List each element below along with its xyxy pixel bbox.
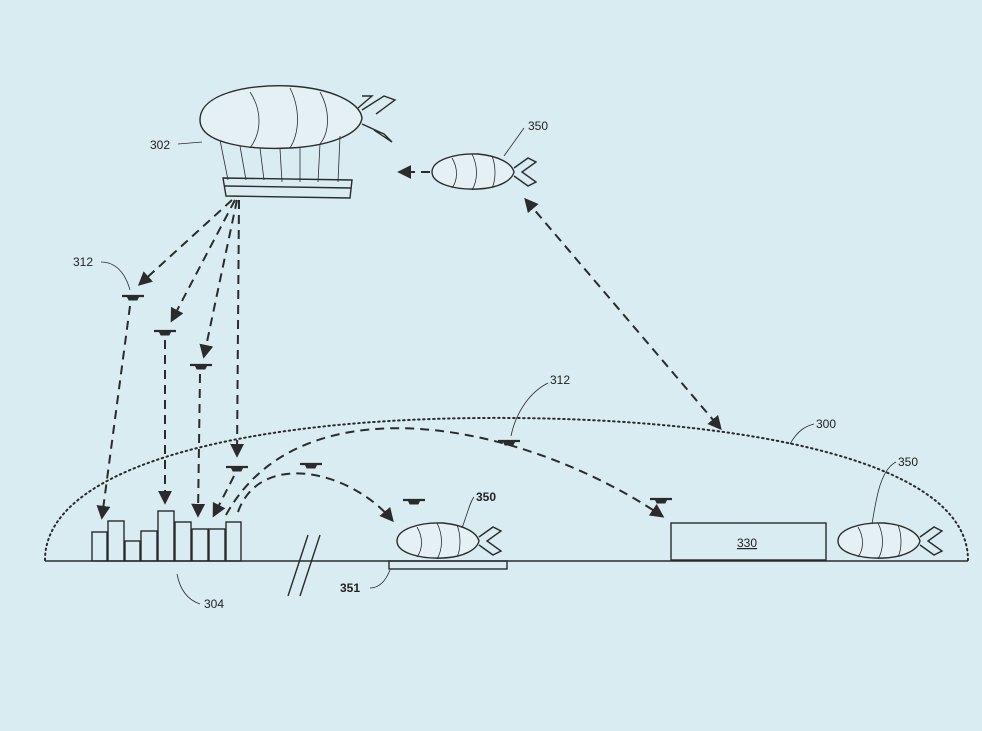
uav-icon xyxy=(224,465,250,473)
uav-icon xyxy=(120,294,146,302)
drop-arrow-1 xyxy=(137,199,233,286)
main-airship-leader xyxy=(177,141,203,145)
descent-arrow-4 xyxy=(212,475,235,518)
shuttle-ground-leader xyxy=(461,496,475,529)
label-boundary: 300 xyxy=(816,417,836,431)
materials-handling-facility xyxy=(91,510,242,562)
break-mark-2 xyxy=(299,534,321,597)
drop-arrow-3 xyxy=(199,199,238,359)
landing-pad xyxy=(388,560,508,570)
descent-arrow-1 xyxy=(96,305,131,520)
arc-arrow-to-facility xyxy=(225,427,665,518)
uav-icon xyxy=(188,363,214,371)
shuttle-top-leader xyxy=(503,127,525,157)
label-shuttle-right: 350 xyxy=(898,455,918,469)
label-pad: 351 xyxy=(340,581,360,595)
main-airship xyxy=(199,85,397,199)
break-mark-1 xyxy=(287,534,309,597)
shuttle-airship-right xyxy=(837,522,944,560)
label-main-airship: 302 xyxy=(150,138,170,152)
label-uav-top: 312 xyxy=(73,255,93,269)
label-facility: 330 xyxy=(737,536,757,550)
arc-arrow-to-shuttle xyxy=(237,472,394,523)
uav-icon xyxy=(152,329,178,337)
materials-leader xyxy=(176,573,201,605)
pad-leader xyxy=(369,569,391,589)
descent-arrow-3 xyxy=(191,373,206,518)
boundary-leader xyxy=(789,423,815,445)
fulfillment-facility-box xyxy=(670,522,827,561)
label-uav-mid: 312 xyxy=(550,373,570,387)
bidirectional-arrow xyxy=(524,197,722,431)
drop-arrow-4 xyxy=(230,199,245,458)
uav-top-leader xyxy=(100,261,131,291)
drop-arrow-2 xyxy=(170,199,236,323)
label-materials: 304 xyxy=(204,597,224,611)
label-shuttle-ground: 350 xyxy=(476,490,496,504)
label-shuttle-top: 350 xyxy=(528,119,548,133)
uav-icon xyxy=(401,498,427,506)
uav-icon xyxy=(648,497,674,505)
boundary-dome xyxy=(44,416,969,561)
uav-icon xyxy=(298,462,324,470)
uav-mid-leader xyxy=(510,382,549,437)
shuttle-airship-top xyxy=(431,153,538,191)
shuttle-airship-ground xyxy=(396,522,503,560)
shuttle-right-leader xyxy=(871,461,897,525)
